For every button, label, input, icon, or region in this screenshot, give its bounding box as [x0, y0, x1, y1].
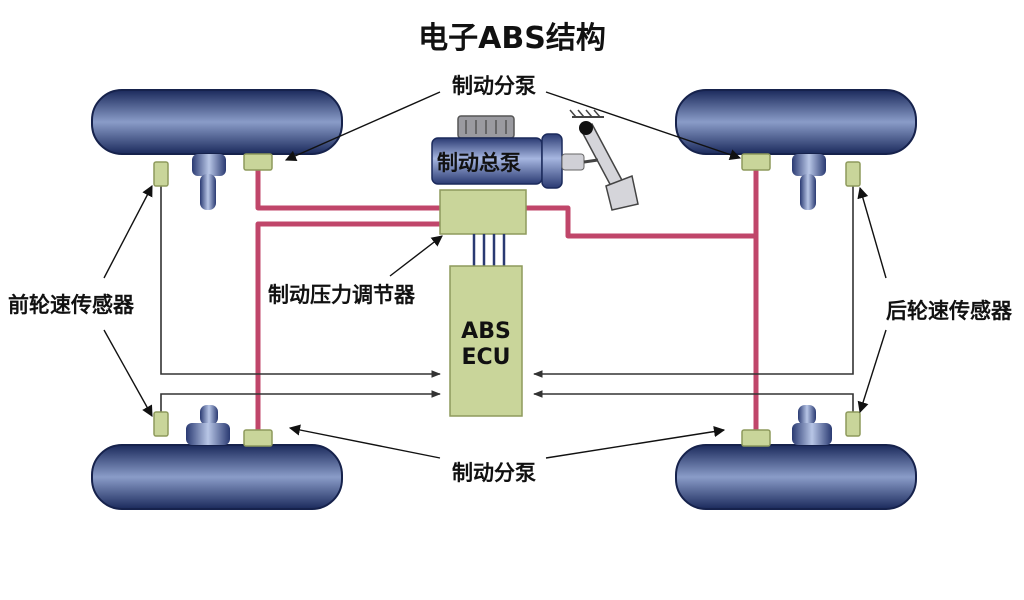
arrow-wheel-cylinder-top-right — [545, 91, 742, 161]
wheel-cylinders — [243, 153, 771, 447]
front-left-bottom-hub — [186, 405, 230, 445]
front-left-bottom-tire — [91, 444, 343, 510]
wheel-cylinder-fr — [741, 153, 771, 171]
diagram-title: 电子ABS结构 — [418, 21, 606, 56]
wheel-speed-sensors — [153, 161, 861, 437]
callout-arrows — [103, 91, 887, 459]
ecu-label-line1: ABS — [461, 319, 511, 344]
master-cylinder-label: 制动总泵 — [437, 151, 521, 175]
pressure-regulator — [439, 189, 527, 235]
sensor-rear-bottom — [845, 411, 861, 437]
brake-lines — [255, 168, 759, 432]
sensor-front-top — [153, 161, 169, 187]
rear-right-hub — [792, 154, 826, 210]
front-wheel-speed-sensor-label: 前轮速传感器 — [8, 293, 135, 317]
front-left-tire — [91, 89, 343, 155]
arrow-wheel-cylinder-bottom-right — [545, 426, 726, 459]
wheel-cylinder-label-top: 制动分泵 — [452, 74, 536, 98]
pressure-regulator-label: 制动压力调节器 — [268, 283, 416, 307]
abs-ecu — [449, 265, 523, 417]
sensor-front-bottom — [153, 411, 169, 437]
arrow-front-sensor-top — [103, 185, 153, 279]
arrow-wheel-cylinder-bottom-left — [288, 424, 441, 459]
wheel-cylinder-label-bottom: 制动分泵 — [452, 461, 536, 485]
signal-wires — [160, 186, 854, 412]
arrow-wheel-cylinder-top-left — [284, 91, 441, 162]
sensor-rear-top — [845, 161, 861, 187]
rear-wheel-speed-sensor-label: 后轮速传感器 — [886, 299, 1013, 323]
rear-right-bottom-hub — [792, 405, 832, 445]
front-left-hub — [192, 154, 226, 210]
brake-pedal — [569, 109, 639, 211]
rear-right-bottom-tire — [675, 444, 917, 510]
regulator-ecu-pipes — [472, 234, 506, 266]
ecu-label-line2: ECU — [461, 345, 510, 370]
wheel-cylinder-rr — [741, 429, 771, 447]
arrow-rear-sensor-bottom — [857, 329, 887, 414]
arrow-pressure-regulator — [389, 235, 443, 277]
wheel-cylinder-fl — [243, 153, 273, 171]
arrow-front-sensor-bottom — [103, 329, 153, 417]
rear-right-tire — [675, 89, 917, 155]
wheel-cylinder-rl — [243, 429, 273, 447]
master-cylinder — [431, 115, 585, 189]
arrow-rear-sensor-top — [857, 186, 887, 279]
